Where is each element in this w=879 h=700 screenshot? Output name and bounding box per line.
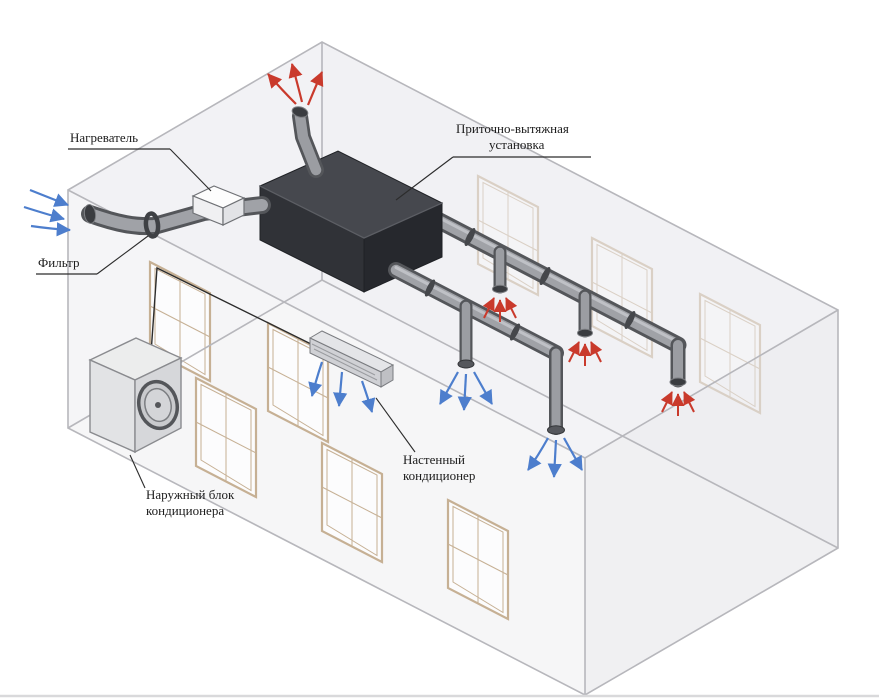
wall-ac-leader-line [375,397,416,453]
ac-arrow [308,361,324,397]
air-handling-unit [258,150,444,293]
extract-duct [421,207,687,388]
extract-arrow [683,391,696,413]
duct-flange [509,323,521,341]
supply-arrow [563,437,583,471]
exhaust-arrow [288,63,304,103]
duct-flange [624,311,636,329]
extract-arrow [567,341,580,363]
exhaust-air-arrows-grilles [482,297,696,416]
refrigerant-pipe [149,266,312,369]
exhaust-outlet [291,106,309,118]
supply-arrow [547,439,562,479]
extract-arrow [482,297,495,319]
supply-diffuser [457,359,475,369]
ac-arrow [360,380,376,413]
outdoor-unit-label-line1: Наружный блок [146,487,235,502]
supply-diffuser [547,425,565,435]
outdoor-fan-hub [155,402,161,408]
building [66,41,840,696]
duct-flange [539,267,551,285]
filter-ring [143,211,161,239]
wall-ac-label-line1: Настенный [403,452,465,467]
wall-ac-indoor-unit [308,330,395,388]
ac-louver [313,348,378,381]
supply-arrow [527,437,549,471]
heater-right-face [222,197,245,226]
extract-arrow [505,297,518,319]
supply-air-arrows-wall-ac [308,361,376,413]
extract-grille [577,328,593,338]
wall-ac-label-line2: кондиционер [403,468,475,483]
intake-arrow [30,222,72,237]
outdoor-unit-label-line2: кондиционера [146,503,224,518]
supply-duct [388,262,565,435]
filter-label: Фильтр [38,255,80,270]
supply-arrow [473,371,493,405]
ac-right-face [380,364,394,388]
ahu-label-line1: Приточно-вытяжная [456,121,569,136]
heater-unit [191,185,246,226]
exhaust-arrow [267,73,297,105]
intake-arrow [23,205,65,223]
heater-leader-line [169,148,212,192]
supply-arrow [457,373,472,412]
supply-air-arrows-intake [23,188,72,237]
exhaust-riser-duct [291,106,324,178]
intake-arrow [29,188,69,207]
exhaust-air-arrows-roof [267,63,324,106]
extract-grille [669,377,687,387]
duct-flange [464,228,476,246]
extract-arrow [660,391,673,413]
ahu-label-line2: установка [489,137,545,152]
outdoor-unit-leader-line [129,454,146,489]
ahu-leader-line [395,156,454,201]
ac-louver [311,343,376,376]
ahu-edge-highlight [259,185,443,239]
heater-label: Нагреватель [70,130,138,145]
extract-arrow [590,341,603,363]
intake-duct [81,196,271,239]
ac-arrow [333,371,348,408]
duct-flange [424,279,436,297]
supply-air-arrows-diffusers [439,371,583,479]
extract-grille [492,284,508,294]
supply-arrow [439,371,459,405]
filter-leader-line [96,235,149,275]
ac-outdoor-unit [88,337,183,454]
annotations: Нагреватель Фильтр Приточно-вытяжная уст… [36,121,591,518]
exhaust-arrow [306,71,324,106]
intake-opening [83,204,97,224]
